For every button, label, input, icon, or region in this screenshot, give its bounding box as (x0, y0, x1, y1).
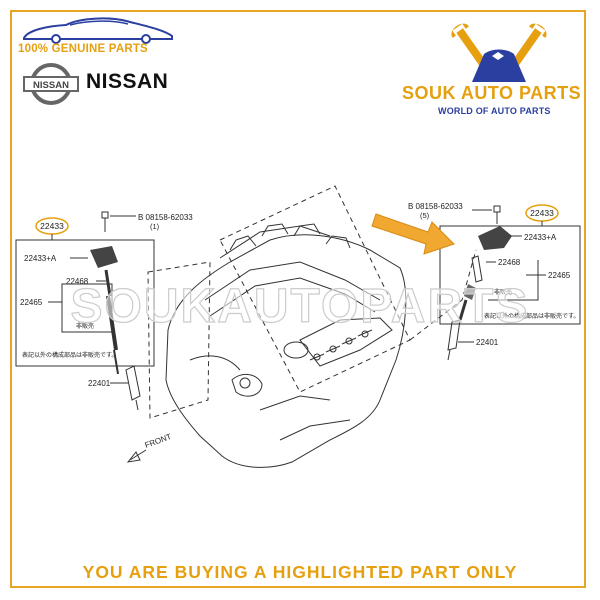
front-label: FRONT (144, 432, 173, 450)
left-bolt-qty: (1) (150, 222, 160, 231)
left-note: 表記以外の構成部品は非販売です。 (22, 351, 117, 359)
right-part-22433a: 22433+A (524, 233, 557, 242)
orange-frame (10, 10, 586, 588)
right-part-22468: 22468 (498, 258, 521, 267)
engine-drawing (165, 223, 407, 468)
right-note-small: 非販売 (494, 288, 512, 296)
car-silhouette-icon (23, 17, 173, 44)
highlight-arrow-icon (371, 213, 455, 255)
genuine-parts-text: 100% GENUINE PARTS (18, 43, 148, 55)
right-box-label: 22433 (530, 208, 554, 218)
right-part-22401: 22401 (476, 338, 499, 347)
left-bolt-label: B 08158-62033 (138, 213, 193, 222)
wrench-logo-icon (451, 23, 547, 82)
watermark-text: SOUKAUTOPARTS (71, 280, 530, 333)
seller-logo-title: SOUK AUTO PARTS (402, 83, 582, 103)
highlighted-part-banner: YOU ARE BUYING A HIGHLIGHTED PART ONLY (82, 562, 518, 582)
right-bolt-label: B 08158-62033 (408, 202, 463, 211)
nissan-badge-text: NISSAN (33, 80, 69, 91)
right-part-group: 22433 B 08158-62033 (5) 22433+A 22468 22… (408, 202, 581, 361)
left-part-22465: 22465 (20, 298, 43, 307)
dashed-callout-lines (147, 185, 477, 419)
left-part-22401: 22401 (88, 379, 111, 388)
right-bolt-qty: (5) (420, 211, 430, 220)
right-note: 表記以外の構成部品は非販売です。 (484, 312, 579, 320)
right-part-22465: 22465 (548, 271, 571, 280)
nissan-logo-icon: NISSAN (23, 63, 79, 105)
left-box-label: 22433 (40, 221, 64, 231)
left-note-small: 非販売 (76, 322, 94, 330)
seller-logo-tagline: WORLD OF AUTO PARTS (438, 106, 551, 116)
nissan-brand-name: NISSAN (86, 70, 169, 93)
left-part-22433a: 22433+A (24, 254, 57, 263)
left-part-group: 22433 B 08158-62033 (1) 22433+A 22468 22… (15, 211, 193, 411)
left-part-22468: 22468 (66, 277, 89, 286)
front-arrow-icon (126, 449, 147, 463)
